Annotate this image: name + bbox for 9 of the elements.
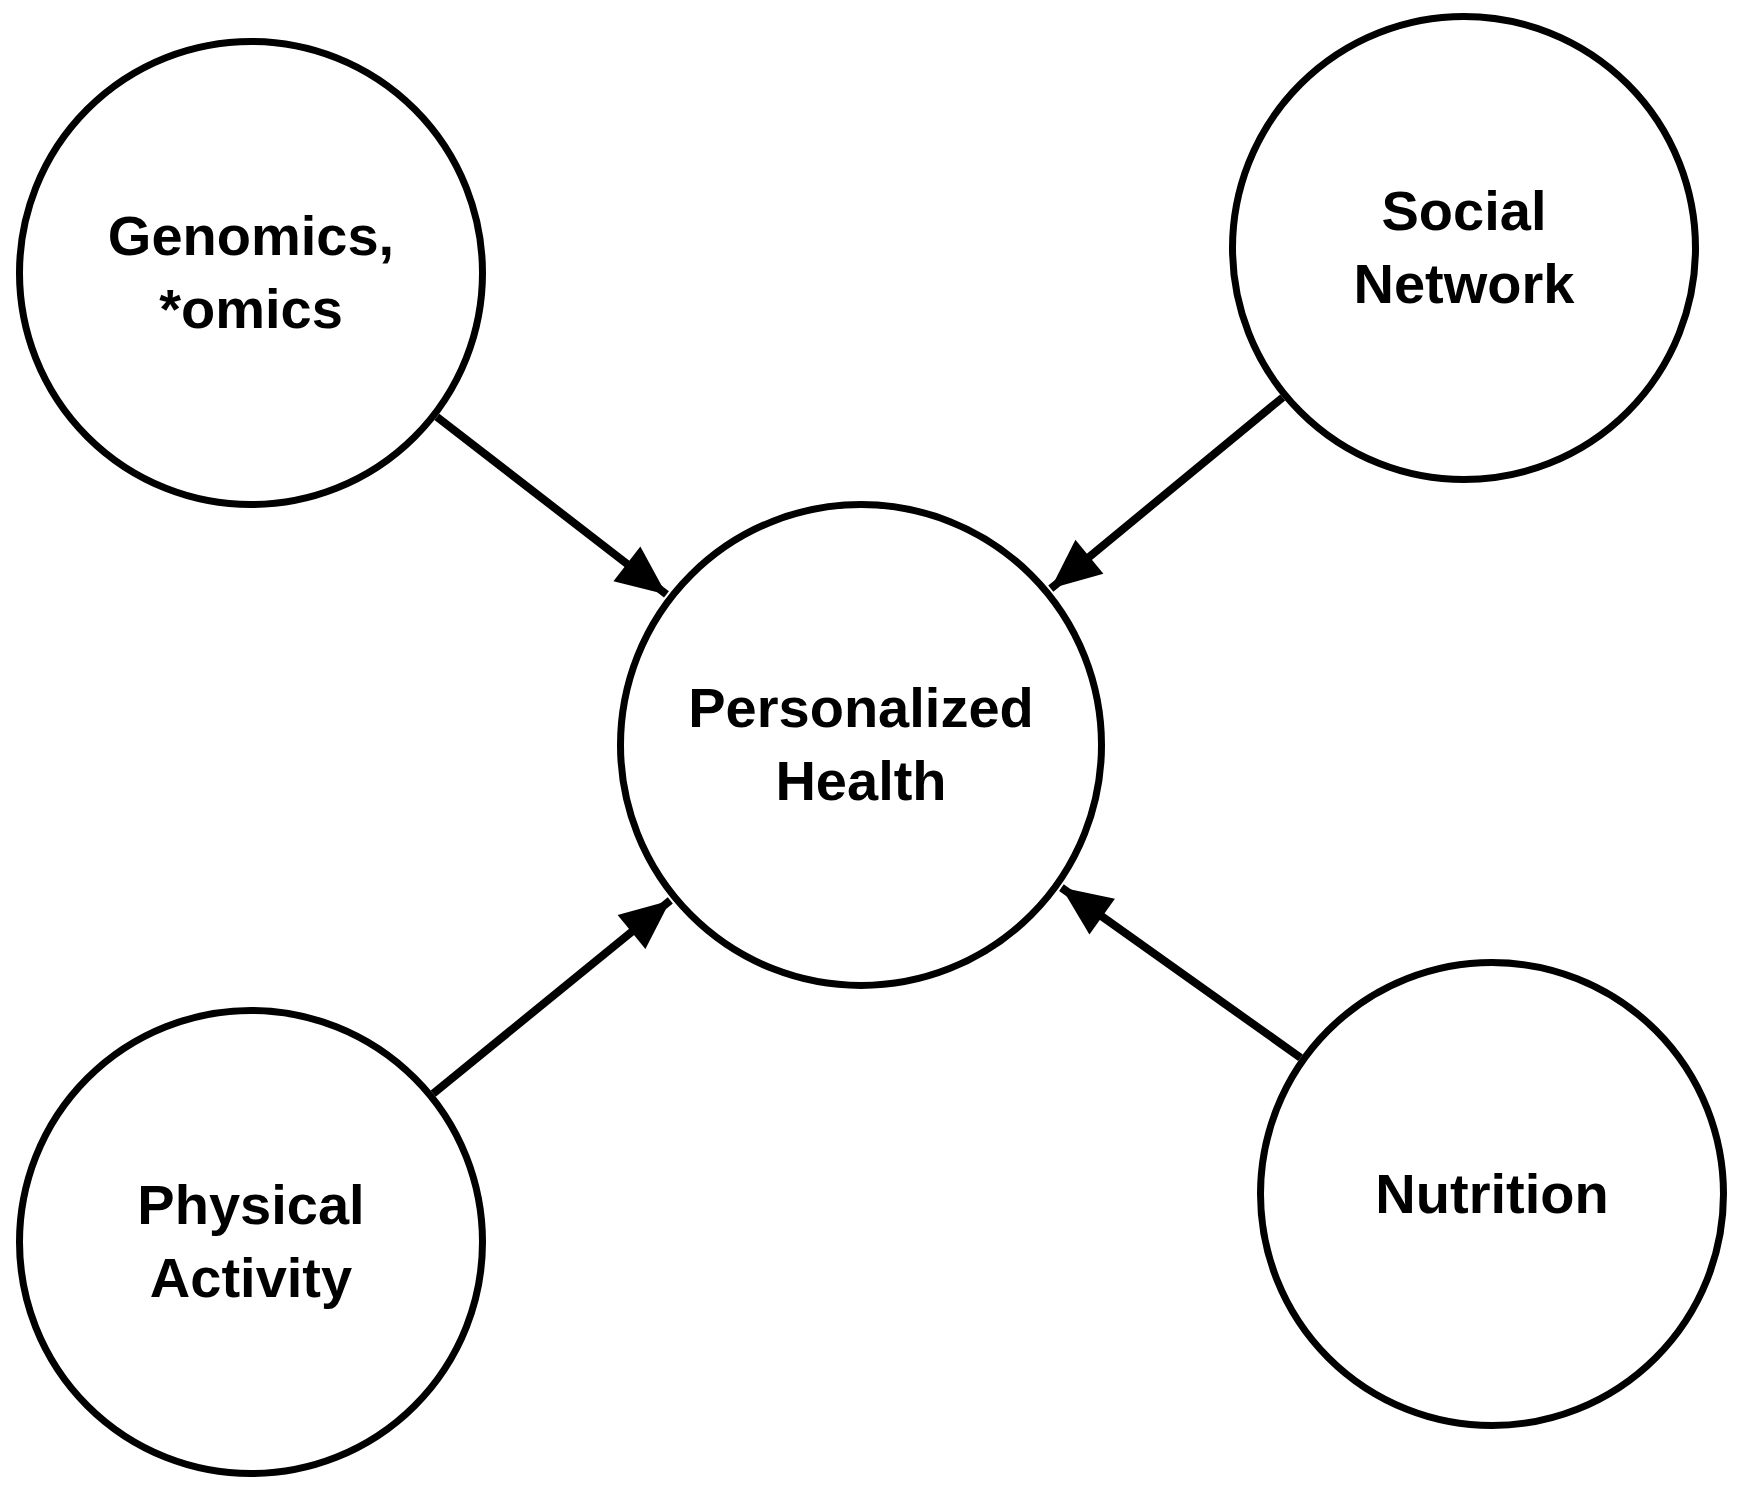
node-label: Personalized Health [687,675,1035,814]
arrow [434,413,669,598]
arrow [1059,884,1303,1061]
arrow [1048,394,1286,592]
arrow [430,897,673,1097]
node-label: Social Network [1352,178,1576,317]
node-label: Physical Activity [136,1172,366,1311]
node-label: Nutrition [1375,1160,1609,1227]
node-label: Genomics, *omics [106,203,396,342]
